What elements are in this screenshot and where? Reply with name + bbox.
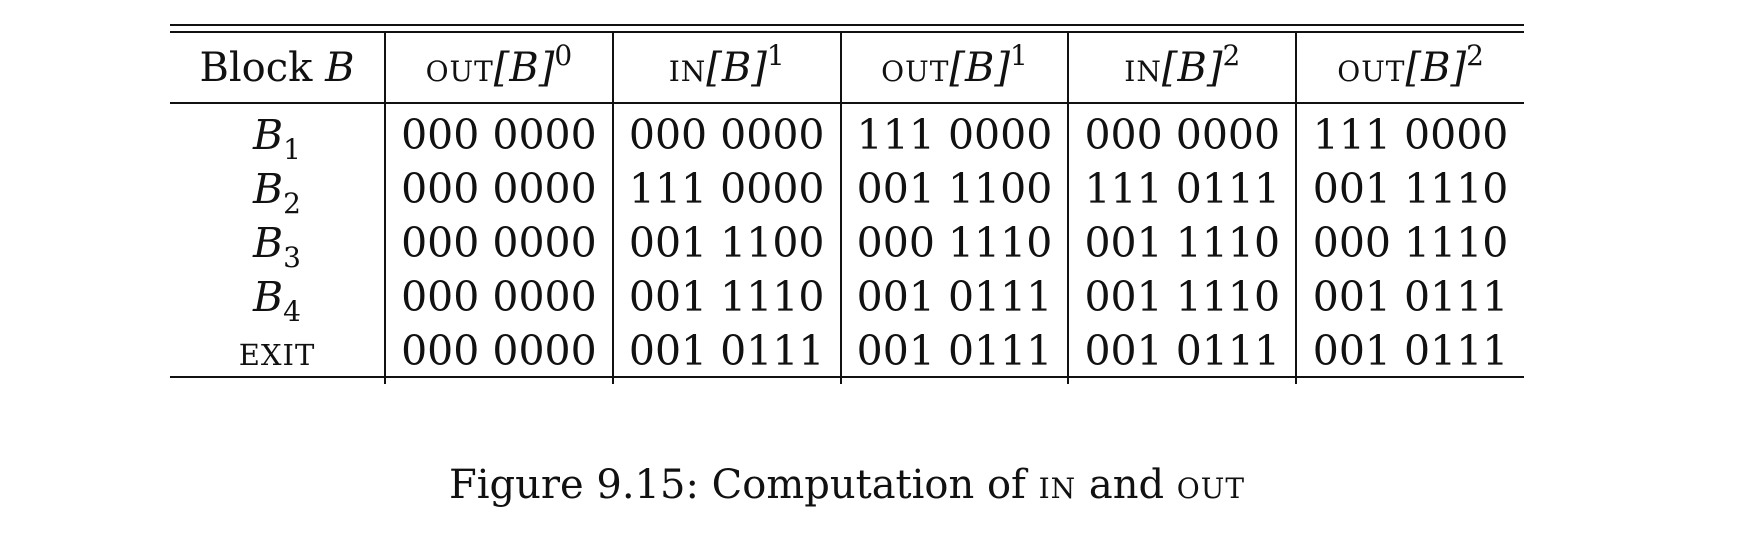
table-bottom-rule: [170, 376, 1524, 378]
value-cell: 000 0000: [384, 216, 613, 270]
header-out-0: out[B]0: [384, 33, 613, 102]
value-cell: 000 0000: [384, 162, 613, 216]
header-in-2: in[B]2: [1067, 33, 1297, 102]
header-out-1: out[B]1: [839, 33, 1069, 102]
value-cell: 111 0000: [1295, 102, 1524, 162]
table-header-rule: [170, 102, 1524, 104]
block-cell: B1: [253, 111, 301, 166]
value-cell: 001 1110: [611, 270, 841, 324]
value-cell: 111 0000: [611, 162, 841, 216]
value-cell: 111 0111: [1067, 162, 1297, 216]
value-cell: 001 1100: [611, 216, 841, 270]
value-cell: 000 1110: [1295, 216, 1524, 270]
value-cell: 000 0000: [1067, 102, 1297, 162]
value-cell: 001 0111: [1067, 324, 1297, 384]
header-out-2: out[B]2: [1295, 33, 1524, 102]
header-in-1: in[B]1: [611, 33, 841, 102]
block-cell: B4: [253, 273, 301, 328]
table-row-exit: exit 000 0000 001 0111 001 0111 001 0111…: [170, 324, 1524, 384]
value-cell: 000 0000: [384, 102, 613, 162]
value-cell: 001 1110: [1067, 216, 1297, 270]
value-cell: 000 0000: [611, 102, 841, 162]
table-row-b3: B3 000 0000 001 1100 000 1110 001 1110 0…: [170, 216, 1524, 274]
table-top-rule: [170, 24, 1524, 26]
value-cell: 001 0111: [839, 324, 1069, 384]
value-cell: 001 0111: [611, 324, 841, 384]
value-cell: 001 1110: [1067, 270, 1297, 324]
value-cell: 000 0000: [384, 324, 613, 384]
block-cell: B2: [253, 165, 301, 220]
value-cell: 001 1110: [1295, 162, 1524, 216]
table-row-b1: B1 000 0000 000 0000 111 0000 000 0000 1…: [170, 102, 1524, 166]
block-cell: B3: [253, 219, 301, 274]
header-block: Block B: [199, 44, 355, 91]
value-cell: 001 1100: [839, 162, 1069, 216]
value-cell: 000 0000: [384, 270, 613, 324]
in-out-computation-table: Block B out[B]0 in[B]1 out[B]1 in[B]2 ou…: [170, 33, 1524, 384]
figure-caption: Figure 9.15: Computation of in and out: [448, 462, 1246, 508]
value-cell: 000 1110: [839, 216, 1069, 270]
value-cell: 001 0111: [1295, 324, 1524, 384]
table-row-b4: B4 000 0000 001 1110 001 0111 001 1110 0…: [170, 270, 1524, 328]
table-header-row: Block B out[B]0 in[B]1 out[B]1 in[B]2 ou…: [170, 33, 1524, 102]
table-row-b2: B2 000 0000 111 0000 001 1100 111 0111 0…: [170, 162, 1524, 220]
block-cell: exit: [238, 327, 316, 375]
value-cell: 001 0111: [839, 270, 1069, 324]
value-cell: 001 0111: [1295, 270, 1524, 324]
table-top-rule-inner: [170, 31, 1524, 33]
value-cell: 111 0000: [839, 102, 1069, 162]
